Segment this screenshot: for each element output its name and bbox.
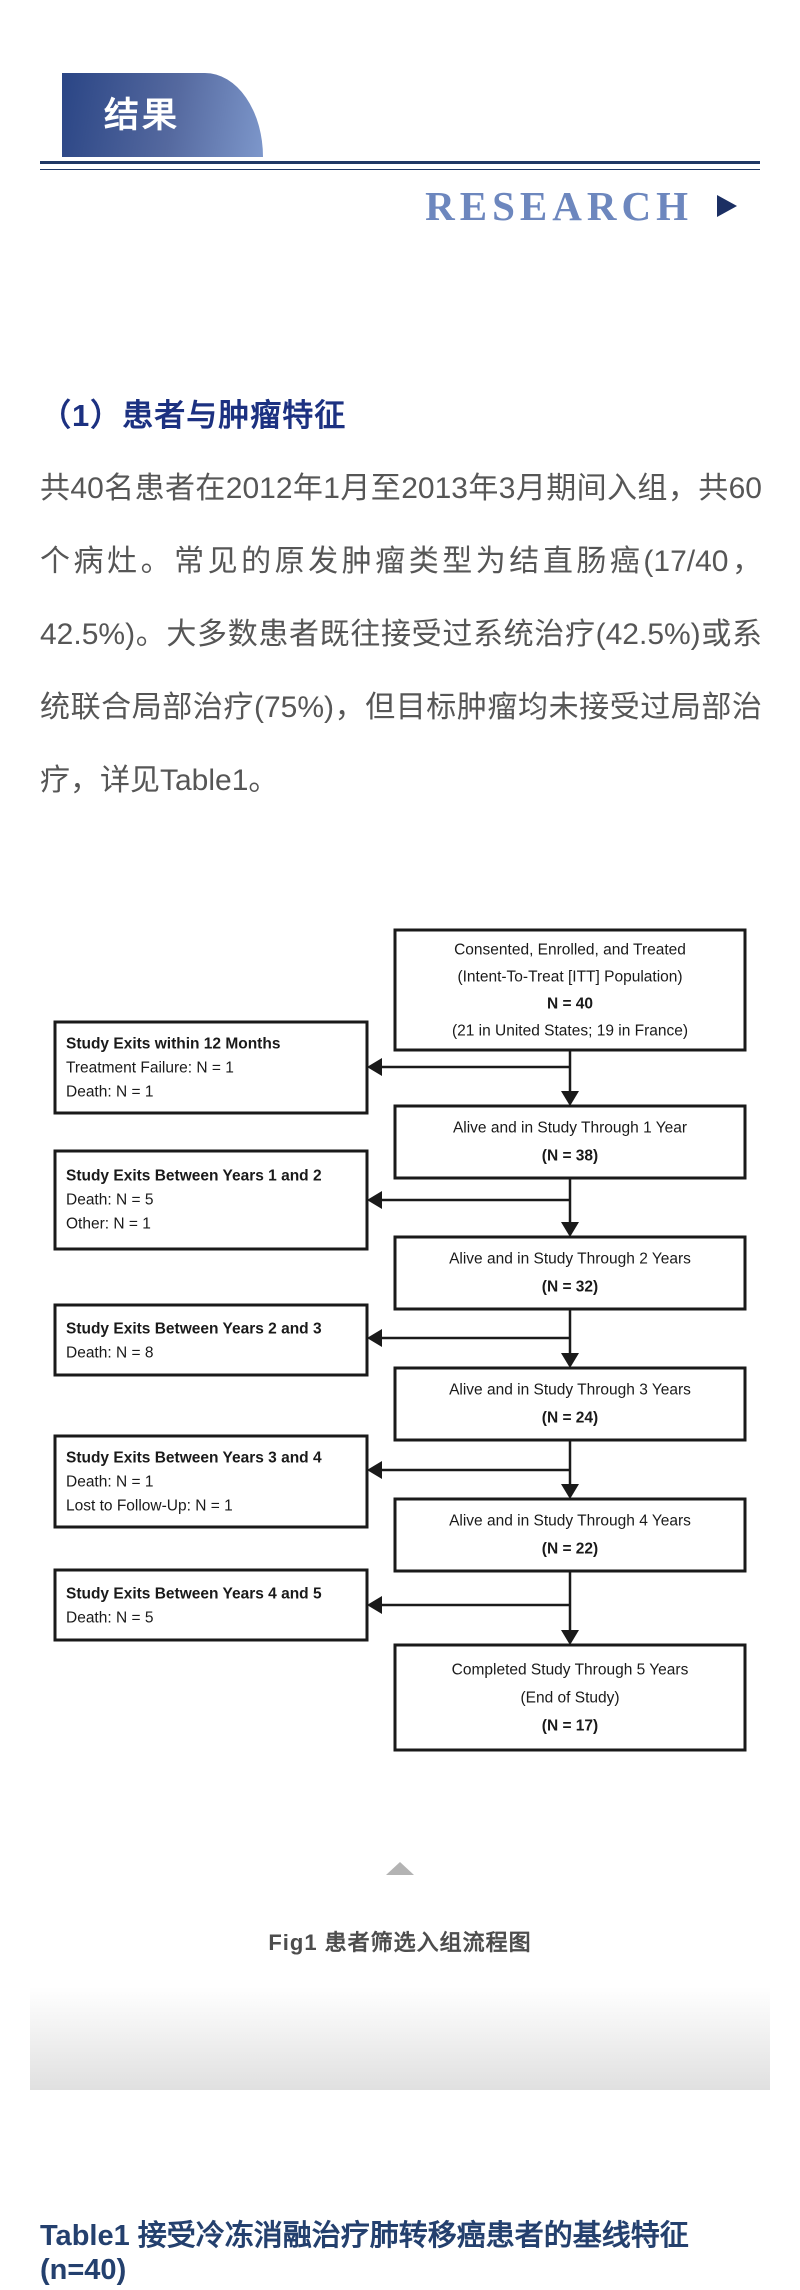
research-label: RESEARCH — [425, 182, 693, 229]
table1-heading: Table1 接受冷冻消融治疗肺转移癌患者的基线特征(n=40) — [40, 2220, 689, 2286]
arrowhead-down-icon — [561, 1630, 579, 1645]
flow-box-line: Study Exits Between Years 2 and 3 — [66, 1321, 322, 1338]
flow-box-rect — [393, 1643, 747, 1752]
enrollment-flowchart: Consented, Enrolled, and Treated (Intent… — [53, 928, 747, 1752]
flow-box-rect — [53, 1149, 369, 1251]
flow-box-exits-y3-4: Study Exits Between Years 3 and 4 Death:… — [53, 1434, 369, 1529]
flow-box-line: (Intent-To-Treat [ITT] Population) — [457, 969, 682, 986]
banner-title: 结果 — [104, 95, 181, 135]
arrowhead-down-icon — [561, 1222, 579, 1237]
flow-box-line: N = 40 — [547, 996, 593, 1013]
flow-box-line: Death: N = 5 — [66, 1192, 153, 1209]
flow-box-line: (N = 22) — [542, 1541, 598, 1558]
research-row: RESEARCH — [0, 184, 737, 228]
fig1-caption: Fig1 患者筛选入组流程图 — [268, 1930, 532, 1955]
flow-box-line: Alive and in Study Through 1 Year — [453, 1120, 687, 1137]
flow-box-line: Completed Study Through 5 Years — [452, 1662, 689, 1679]
flow-box-exits-y4-5: Study Exits Between Years 4 and 5 Death:… — [53, 1568, 369, 1642]
flow-box-line: Study Exits Between Years 4 and 5 — [66, 1586, 322, 1603]
flow-box-line: Death: N = 1 — [66, 1084, 153, 1101]
flow-box-line: Alive and in Study Through 3 Years — [449, 1382, 691, 1399]
flow-box-rect — [393, 1235, 747, 1311]
flow-box-line: (21 in United States; 19 in France) — [452, 1023, 688, 1040]
flow-box-line: Death: N = 8 — [66, 1345, 153, 1362]
header-divider-thin — [40, 169, 760, 170]
flow-box-line: Alive and in Study Through 4 Years — [449, 1513, 691, 1530]
arrowhead-left-icon — [367, 1461, 382, 1479]
flow-box-rect — [393, 1366, 747, 1442]
flow-box-year4: Alive and in Study Through 4 Years (N = … — [393, 1497, 747, 1573]
flow-box-line: Alive and in Study Through 2 Years — [449, 1251, 691, 1268]
flow-box-exits-y1-2: Study Exits Between Years 1 and 2 Death:… — [53, 1149, 369, 1251]
flow-box-line: (N = 32) — [542, 1279, 598, 1296]
section-heading: （1）患者与肿瘤特征 — [40, 398, 347, 433]
flow-box-year2: Alive and in Study Through 2 Years (N = … — [393, 1235, 747, 1311]
flow-box-rect — [393, 1497, 747, 1573]
arrowhead-down-icon — [561, 1091, 579, 1106]
arrowhead-left-icon — [367, 1191, 382, 1209]
collapse-triangle-icon — [386, 1862, 414, 1875]
flow-box-rect — [53, 1568, 369, 1642]
header-divider-thick — [40, 161, 760, 164]
flow-box-line: (N = 17) — [542, 1718, 598, 1735]
flow-box-completed: Completed Study Through 5 Years (End of … — [393, 1643, 747, 1752]
research-arrow-icon — [717, 195, 737, 217]
flow-box-rect — [53, 1020, 369, 1115]
flow-box-itt-population: Consented, Enrolled, and Treated (Intent… — [393, 928, 747, 1052]
flow-box-exits-y2-3: Study Exits Between Years 2 and 3 Death:… — [53, 1303, 369, 1377]
flow-box-line: Study Exits within 12 Months — [66, 1036, 280, 1053]
arrowhead-down-icon — [561, 1353, 579, 1368]
flow-box-line: (End of Study) — [520, 1690, 619, 1707]
flow-box-line: Consented, Enrolled, and Treated — [454, 942, 686, 959]
flow-box-line: (N = 24) — [542, 1410, 598, 1427]
arrowhead-left-icon — [367, 1596, 382, 1614]
flow-box-year3: Alive and in Study Through 3 Years (N = … — [393, 1366, 747, 1442]
section-fade-divider — [30, 1987, 770, 2090]
arrowhead-left-icon — [367, 1058, 382, 1076]
arrowhead-down-icon — [561, 1484, 579, 1499]
flow-box-rect — [393, 928, 747, 1052]
results-section-banner: 结果 — [62, 73, 263, 157]
body-paragraph: 共40名患者在2012年1月至2013年3月期间入组，共60个病灶。常见的原发肿… — [40, 472, 762, 797]
flow-box-rect — [53, 1303, 369, 1377]
flow-box-line: Lost to Follow-Up: N = 1 — [66, 1498, 233, 1515]
flow-box-line: Study Exits Between Years 3 and 4 — [66, 1450, 322, 1467]
flow-box-line: Death: N = 5 — [66, 1610, 153, 1627]
flow-box-exits-12mo: Study Exits within 12 Months Treatment F… — [53, 1020, 369, 1115]
flow-box-line: (N = 38) — [542, 1148, 598, 1165]
arrowhead-left-icon — [367, 1329, 382, 1347]
flow-box-line: Treatment Failure: N = 1 — [66, 1060, 234, 1077]
flow-box-rect — [393, 1104, 747, 1180]
flow-box-line: Other: N = 1 — [66, 1216, 151, 1233]
flow-box-line: Death: N = 1 — [66, 1474, 153, 1491]
flow-box-year1: Alive and in Study Through 1 Year (N = 3… — [393, 1104, 747, 1180]
flow-box-rect — [53, 1434, 369, 1529]
flow-box-line: Study Exits Between Years 1 and 2 — [66, 1168, 322, 1185]
